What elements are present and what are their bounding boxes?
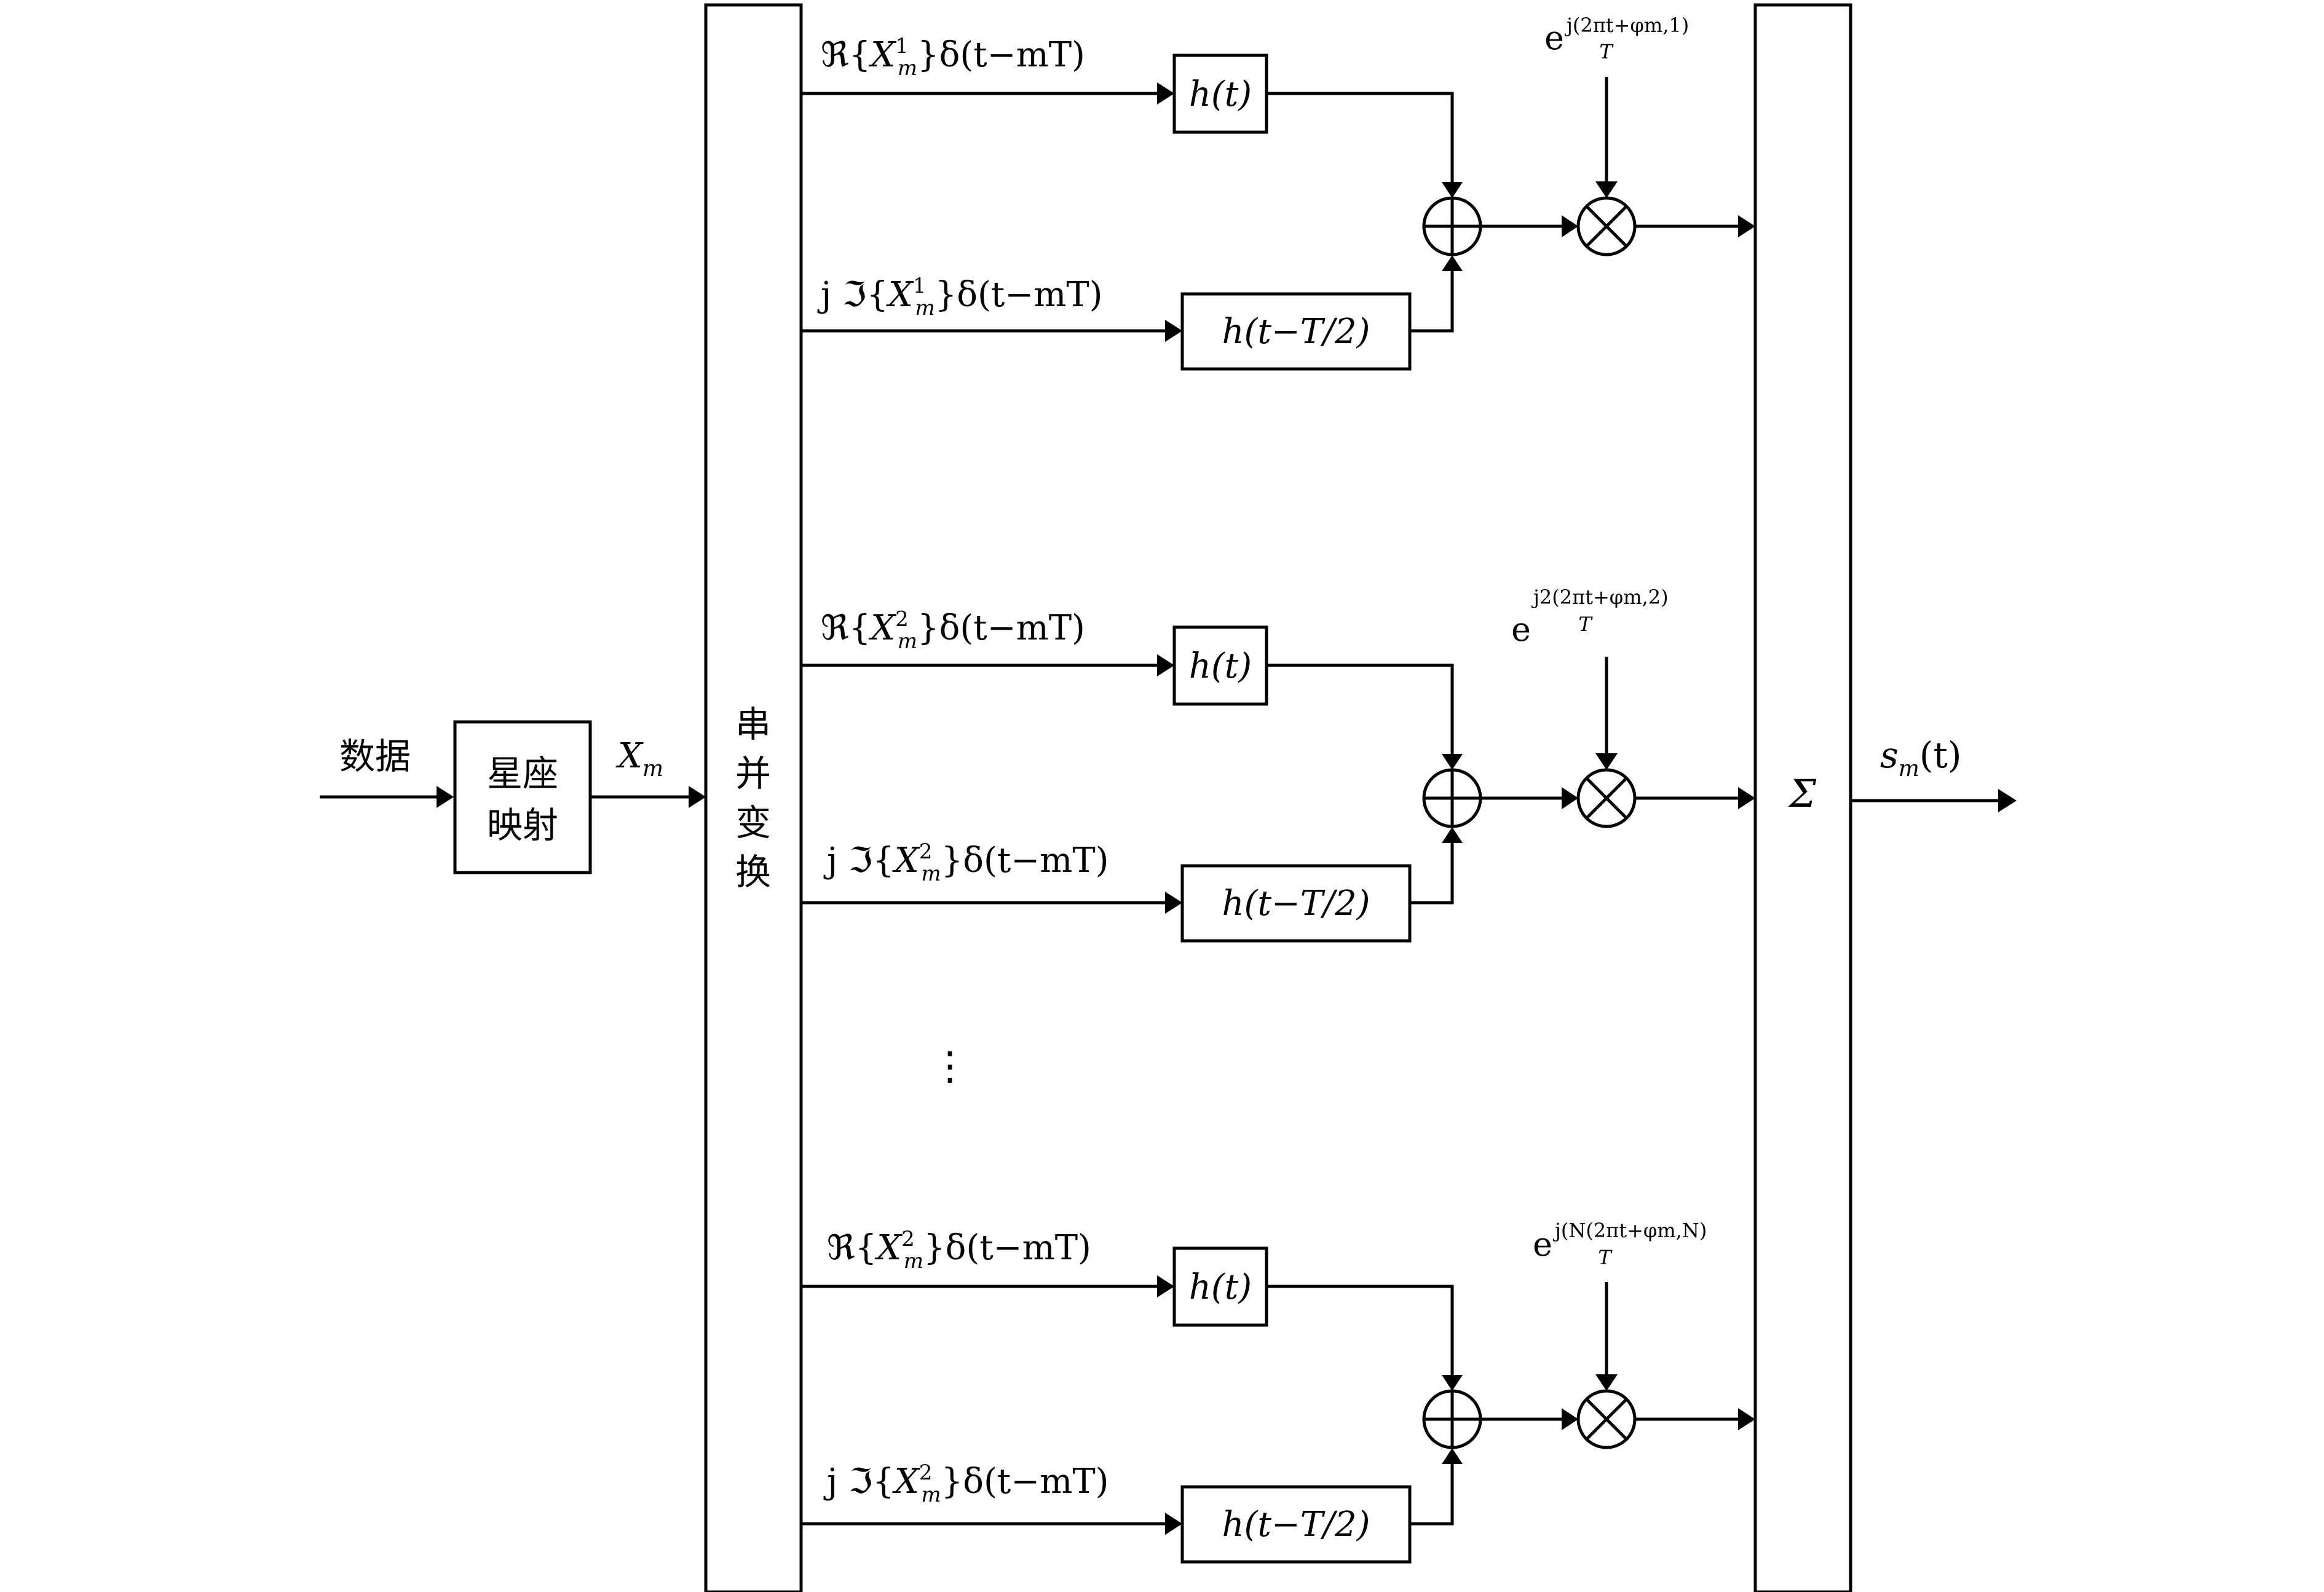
branch-1-imag-arrowhead bbox=[1165, 320, 1182, 342]
branch-2-filter-imag bbox=[1180, 864, 1412, 943]
input-label: 数据 bbox=[339, 735, 411, 777]
branch-1-mixer-x-b bbox=[1585, 205, 1628, 248]
branch-n-real-arrowhead bbox=[1157, 1275, 1174, 1297]
branch-2-mixer-in-arrowhead bbox=[1562, 787, 1578, 809]
branch-ellipsis: ⋮ bbox=[930, 1044, 970, 1089]
branch-1-mixer-in-arrowhead bbox=[1562, 215, 1578, 237]
branch-1-real-arrowhead bbox=[1157, 82, 1174, 105]
summation-label: Σ bbox=[1788, 771, 1817, 816]
branch-2-real-to-adder bbox=[1267, 663, 1454, 759]
branch-n-filter-imag bbox=[1180, 1485, 1412, 1564]
mapper-label-line1: 星座 bbox=[487, 753, 558, 794]
constellation-mapper-box bbox=[453, 720, 592, 874]
branch-2-adder-top-arrowhead bbox=[1442, 754, 1463, 770]
branch-2-real-arrowhead bbox=[1157, 654, 1174, 676]
serial-to-parallel-box bbox=[704, 3, 803, 1592]
branch-1-adder-bottom-arrowhead bbox=[1442, 255, 1463, 271]
branch-1-filter-real bbox=[1172, 53, 1268, 134]
branch-n-adder-bottom-arrowhead bbox=[1442, 1448, 1463, 1464]
output-label: sm(t) bbox=[1880, 734, 1961, 782]
branch-2-imag-to-adder bbox=[1410, 838, 1454, 905]
sp-char-3: 变 bbox=[735, 802, 771, 844]
summation-box bbox=[1753, 3, 1852, 1592]
branch-n-filter-real bbox=[1172, 1246, 1268, 1327]
input-arrowhead bbox=[437, 786, 454, 808]
branch-n-filter-real-label: h(t) bbox=[1189, 1267, 1252, 1307]
xm-arrowhead bbox=[689, 786, 706, 808]
branch-n-imag-to-adder bbox=[1410, 1459, 1454, 1526]
branch-n-real-to-adder bbox=[1267, 1285, 1454, 1380]
branch-n-imag-arrowhead bbox=[1165, 1513, 1182, 1535]
branch-n-mixer-x-b bbox=[1585, 1398, 1628, 1441]
sp-char-2: 并 bbox=[735, 753, 771, 794]
branch-2-filter-real-label: h(t) bbox=[1189, 646, 1252, 686]
sp-char-1: 串 bbox=[735, 703, 771, 745]
branch-2-adder-bottom-arrowhead bbox=[1442, 827, 1463, 843]
branch-2-mixer-x-b bbox=[1585, 777, 1628, 820]
branch-1-filter-imag bbox=[1180, 292, 1412, 371]
branch-1-sum-arrowhead bbox=[1738, 215, 1755, 237]
branch-1-imag-to-adder bbox=[1410, 266, 1454, 333]
branch-2-carrier-arrowhead bbox=[1595, 753, 1618, 770]
branch-2-carrier-label: ej2(2πt+φm,2) bbox=[1511, 585, 1669, 649]
output-arrowhead bbox=[1998, 789, 2017, 812]
mapper-label-line2: 映射 bbox=[487, 804, 558, 846]
branch-1-adder-top-arrowhead bbox=[1442, 182, 1463, 198]
xm-label: Xm bbox=[615, 736, 663, 782]
branch-1-real-to-adder bbox=[1267, 92, 1454, 188]
branch-1-filter-real-label: h(t) bbox=[1189, 74, 1252, 114]
sp-char-4: 换 bbox=[735, 851, 771, 893]
branch-2-filter-imag-label: h(t−T/2) bbox=[1222, 884, 1370, 924]
branch-n-filter-imag-label: h(t−T/2) bbox=[1222, 1505, 1370, 1545]
branch-2-filter-real bbox=[1172, 625, 1268, 706]
branch-2-carrier-denominator: T bbox=[1578, 612, 1593, 636]
branch-n-carrier-denominator: T bbox=[1598, 1246, 1613, 1269]
branch-1-filter-imag-label: h(t−T/2) bbox=[1222, 312, 1370, 352]
branch-2-sum-arrowhead bbox=[1738, 787, 1755, 809]
branch-n-sum-arrowhead bbox=[1738, 1408, 1755, 1430]
branch-1-carrier-arrowhead bbox=[1595, 181, 1618, 198]
branch-n-carrier-arrowhead bbox=[1595, 1374, 1618, 1391]
branch-n-adder-top-arrowhead bbox=[1442, 1375, 1463, 1391]
branch-1-carrier-denominator: T bbox=[1599, 40, 1614, 63]
branch-n-mixer-in-arrowhead bbox=[1562, 1408, 1578, 1430]
branch-2-imag-arrowhead bbox=[1165, 892, 1182, 914]
